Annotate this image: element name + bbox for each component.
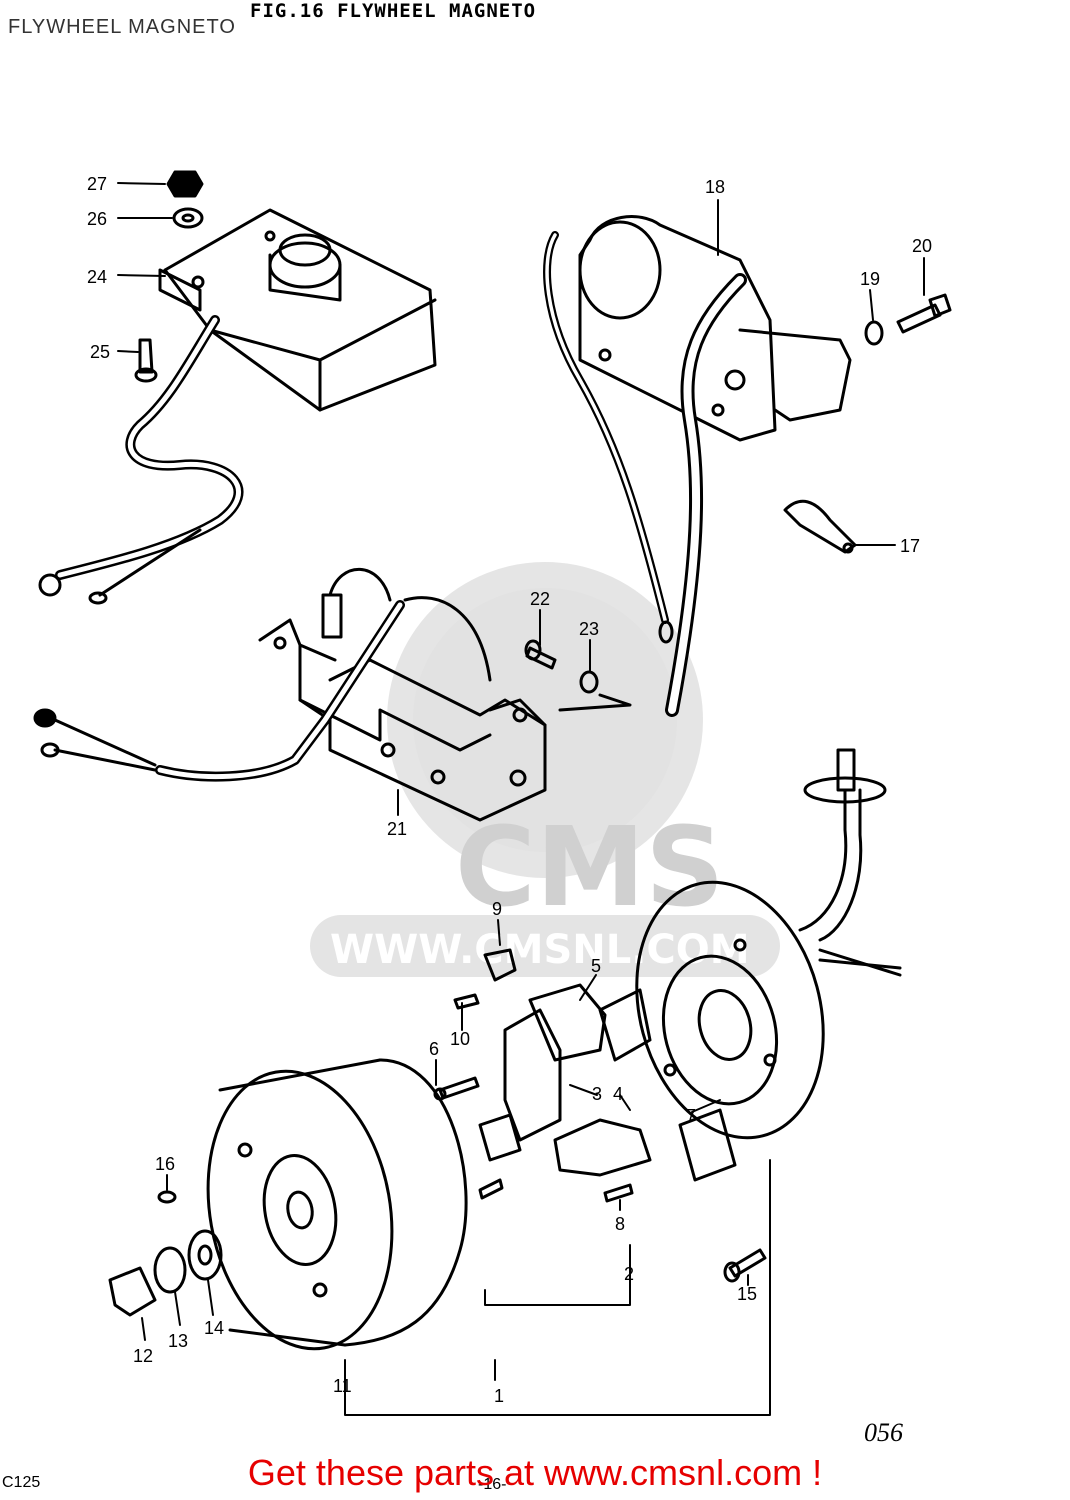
- callout-2: 2: [624, 1264, 634, 1284]
- page-title: FLYWHEEL MAGNETO: [8, 16, 236, 38]
- model-code: C125: [2, 1474, 41, 1491]
- figure-title: FIG.16 FLYWHEEL MAGNETO: [250, 0, 537, 22]
- callout-4: 4: [613, 1084, 623, 1104]
- watermark-logo-text: CMS: [455, 803, 724, 931]
- page-number: 056: [864, 1418, 903, 1447]
- stator-base: [635, 748, 902, 1140]
- callout-12: 12: [133, 1346, 153, 1366]
- callout-24: 24: [87, 267, 107, 287]
- callout-20: 20: [912, 236, 932, 256]
- callout-16: 16: [155, 1154, 175, 1174]
- callout-1: 1: [494, 1386, 504, 1406]
- callout-3: 3: [592, 1084, 602, 1104]
- callout-labels: 1 2 3 4 5 6 7 8 9 10 11 12 13 14 15 16 1…: [87, 174, 932, 1406]
- callout-6: 6: [429, 1039, 439, 1059]
- parts-link-banner[interactable]: Get these parts at www.cmsnl.com !: [247, 1452, 823, 1493]
- callout-5: 5: [591, 956, 601, 976]
- regulator-unit: [158, 208, 437, 412]
- callout-8: 8: [615, 1214, 625, 1234]
- callout-18: 18: [705, 177, 725, 197]
- callout-27: 27: [87, 174, 107, 194]
- pulser-unit: [258, 567, 547, 822]
- callout-23: 23: [579, 619, 599, 639]
- callout-9: 9: [492, 899, 502, 919]
- callout-15: 15: [737, 1284, 757, 1304]
- flywheel-rotor: [206, 1058, 468, 1351]
- page-marker: -16-: [478, 1476, 507, 1493]
- stator-coils: [478, 983, 737, 1182]
- callout-17: 17: [900, 536, 920, 556]
- callout-25: 25: [90, 342, 110, 362]
- watermark-url-text: WWW.CMSNL.COM: [330, 927, 750, 973]
- callout-21: 21: [387, 819, 407, 839]
- callout-7: 7: [686, 1106, 696, 1126]
- callout-19: 19: [860, 269, 880, 289]
- callout-26: 26: [87, 209, 107, 229]
- callout-10: 10: [450, 1029, 470, 1049]
- callout-13: 13: [168, 1331, 188, 1351]
- callout-11: 11: [333, 1376, 352, 1396]
- callout-14: 14: [204, 1318, 224, 1338]
- callout-22: 22: [530, 589, 550, 609]
- ignition-coil: [578, 215, 852, 442]
